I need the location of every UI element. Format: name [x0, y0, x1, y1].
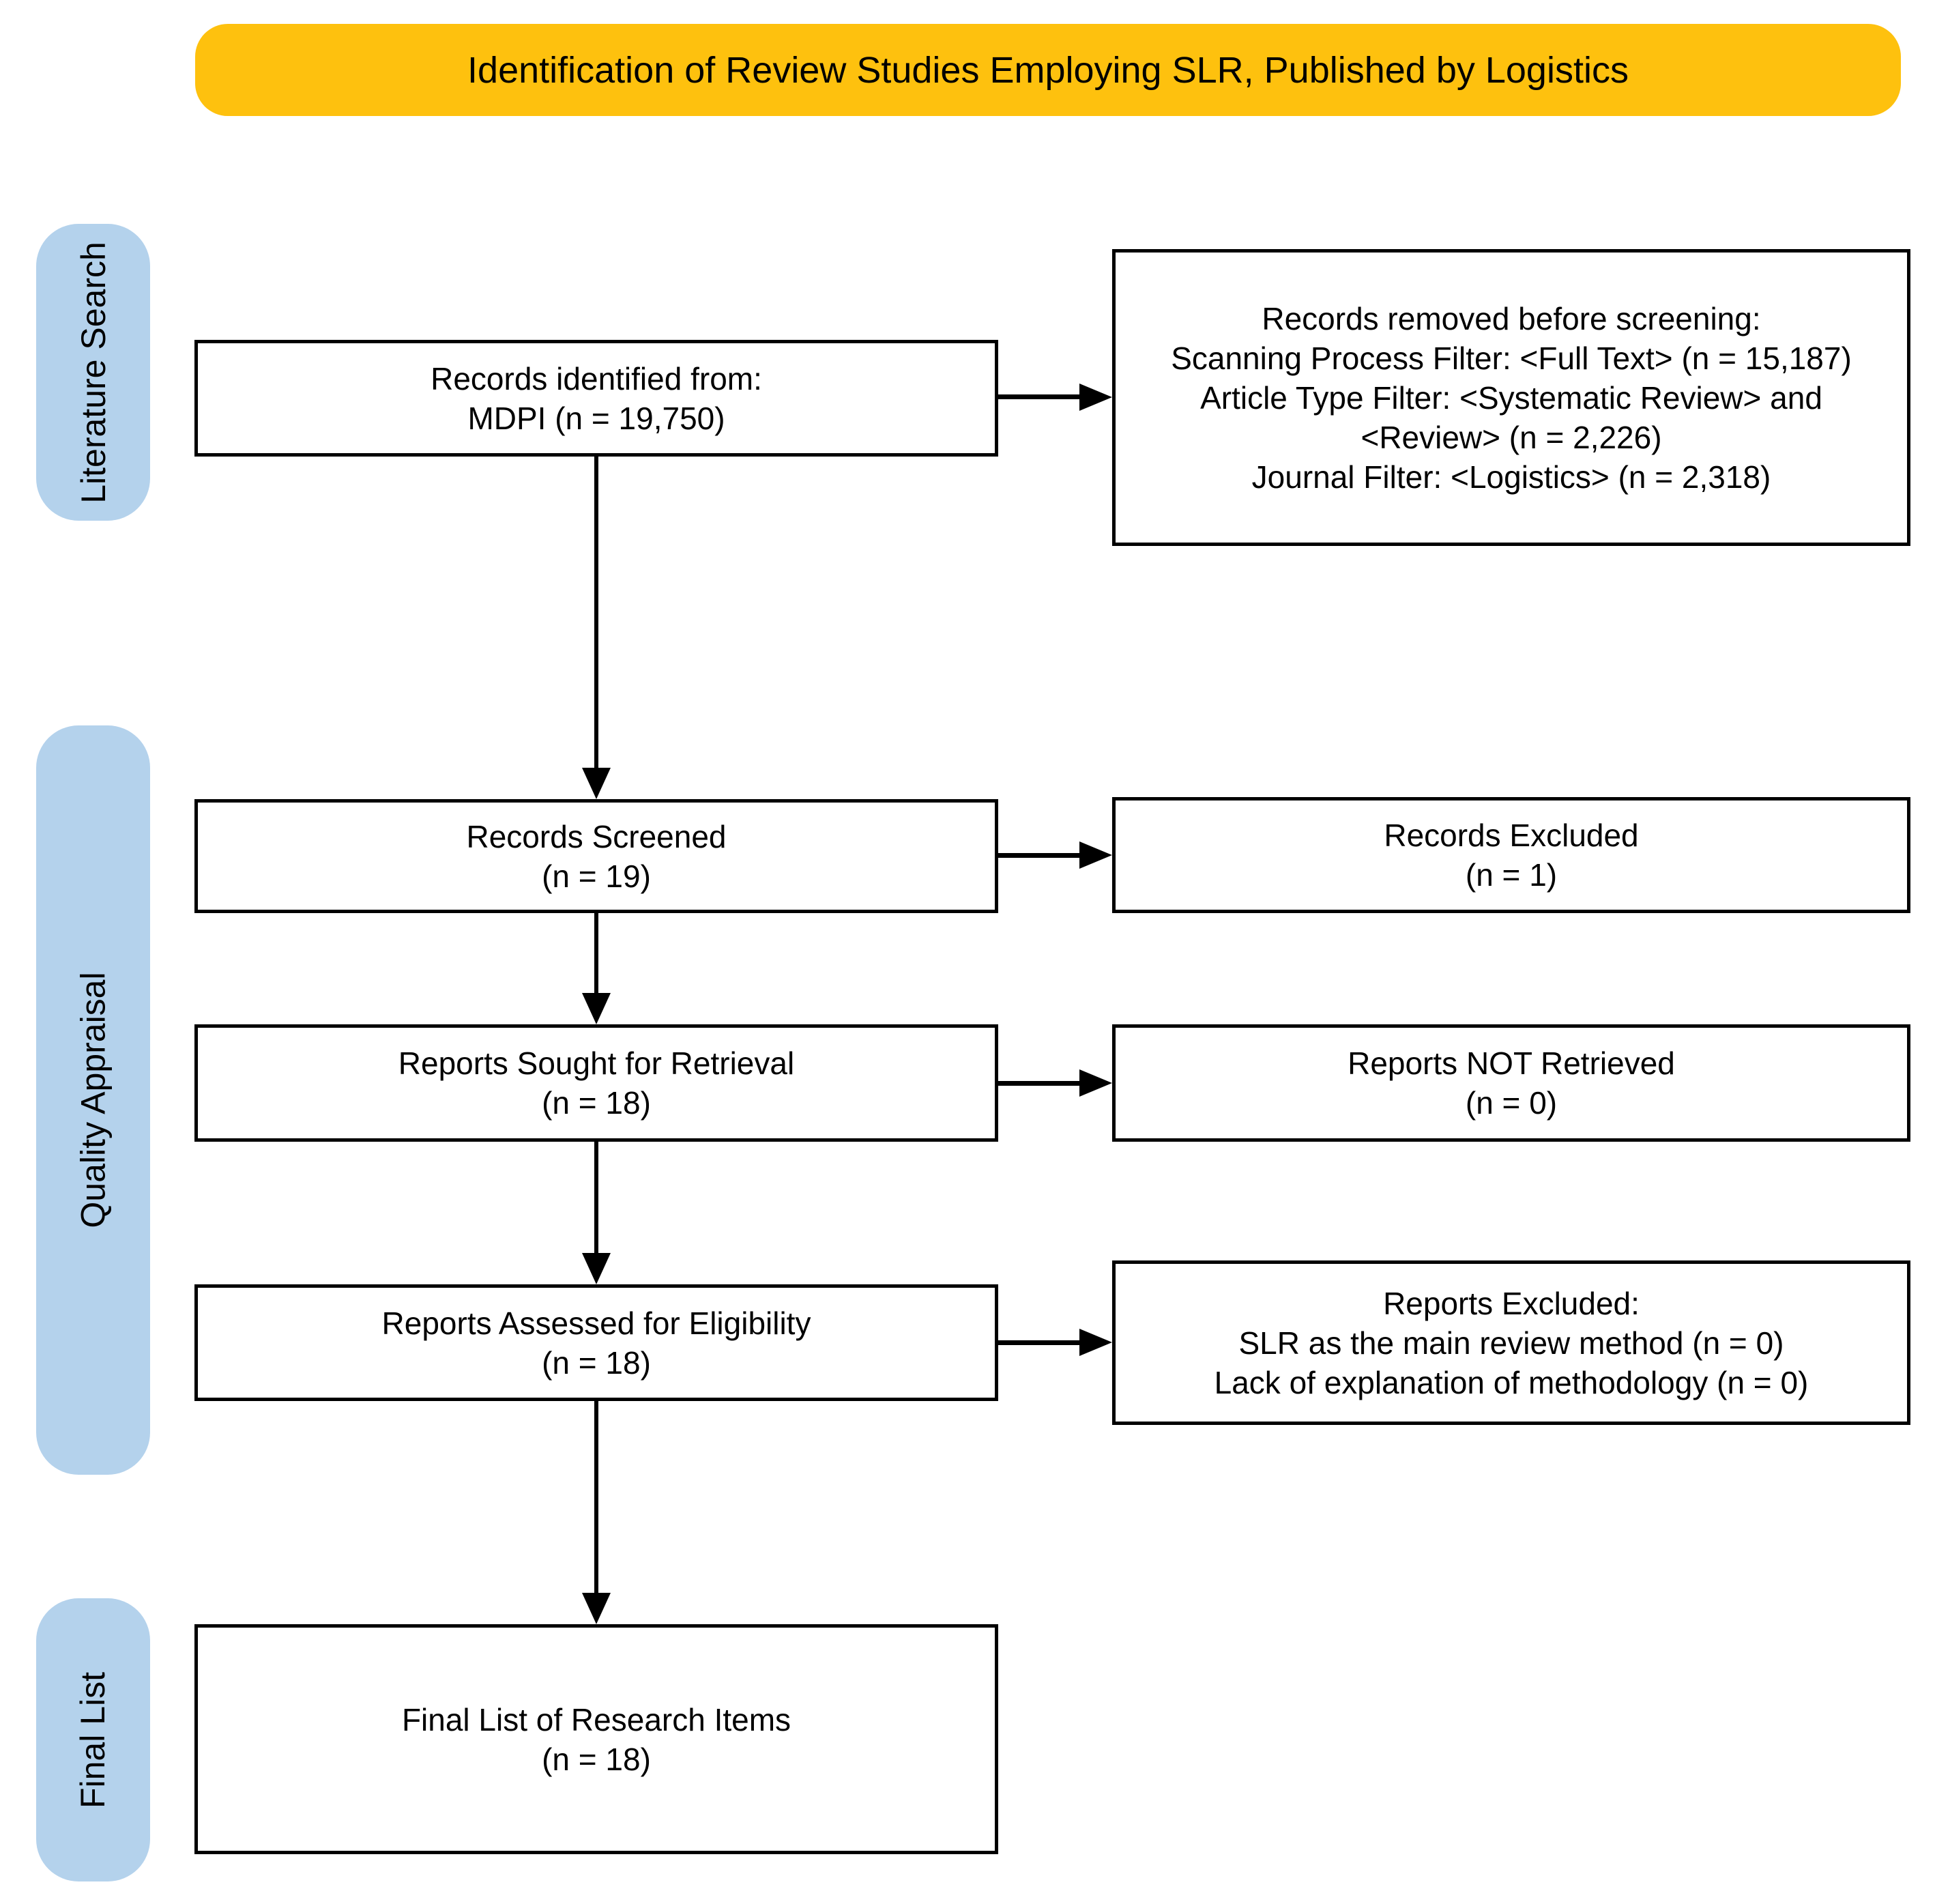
arrow-identified-to-screened [594, 457, 598, 769]
box-reports-not-retrieved: Reports NOT Retrieved (n = 0) [1112, 1024, 1910, 1142]
box-text-line: (n = 19) [542, 858, 651, 894]
box-text-line: MDPI (n = 19,750) [467, 400, 725, 436]
arrowhead-right-icon [1079, 1069, 1112, 1097]
box-final-list: Final List of Research Items (n = 18) [194, 1624, 998, 1854]
box-records-identified: Records identified from: MDPI (n = 19,75… [194, 340, 998, 457]
stage-label: Final List [74, 1671, 113, 1808]
box-text-line: Journal Filter: <Logistics> (n = 2,318) [1251, 459, 1771, 495]
box-text-line: Records identified from: [431, 360, 762, 396]
stage-literature-search: Literature Search [36, 224, 150, 521]
box-text-line: Reports Sought for Retrieval [398, 1045, 795, 1081]
arrow-sought-to-not-retrieved [998, 1081, 1079, 1086]
arrowhead-right-icon [1079, 841, 1112, 869]
title-banner: Identification of Review Studies Employi… [195, 24, 1901, 116]
box-text-line: Lack of explanation of methodology (n = … [1214, 1364, 1809, 1400]
box-text-line: (n = 18) [542, 1344, 651, 1381]
arrow-assessed-to-final [594, 1401, 598, 1594]
box-records-removed: Records removed before screening: Scanni… [1112, 249, 1910, 546]
box-reports-assessed: Reports Assessed for Eligibility (n = 18… [194, 1284, 998, 1401]
stage-final-list: Final List [36, 1598, 150, 1881]
arrow-sought-to-assessed [594, 1142, 598, 1254]
arrowhead-down-icon [582, 1253, 611, 1284]
box-records-excluded: Records Excluded (n = 1) [1112, 797, 1910, 913]
box-text-line: Final List of Research Items [401, 1701, 791, 1737]
stage-label: Literature Search [74, 241, 113, 504]
arrowhead-right-icon [1079, 384, 1112, 411]
box-text-line: Reports Excluded: [1383, 1285, 1640, 1321]
arrow-assessed-to-reports-excluded [998, 1340, 1079, 1345]
stage-quality-appraisal: Quality Appraisal [36, 725, 150, 1475]
box-text-line: Records Screened [466, 818, 727, 854]
box-reports-sought: Reports Sought for Retrieval (n = 18) [194, 1024, 998, 1142]
stage-label: Quality Appraisal [74, 972, 113, 1228]
box-reports-excluded: Reports Excluded: SLR as the main review… [1112, 1260, 1910, 1425]
box-text-line: (n = 1) [1465, 857, 1558, 893]
arrowhead-right-icon [1079, 1329, 1112, 1356]
box-text-line: (n = 18) [542, 1741, 651, 1777]
box-records-screened: Records Screened (n = 19) [194, 799, 998, 913]
page-title: Identification of Review Studies Employi… [467, 49, 1629, 91]
arrowhead-down-icon [582, 993, 611, 1024]
box-text-line: (n = 0) [1465, 1085, 1558, 1121]
box-text-line: Reports Assessed for Eligibility [381, 1305, 811, 1341]
box-text-line: Scanning Process Filter: <Full Text> (n … [1171, 340, 1852, 376]
arrowhead-down-icon [582, 768, 611, 799]
box-text-line: Records removed before screening: [1262, 300, 1761, 336]
box-text-line: Records Excluded [1384, 818, 1639, 853]
box-text-line: Article Type Filter: <Systematic Review>… [1200, 379, 1822, 455]
box-text-line: SLR as the main review method (n = 0) [1238, 1325, 1784, 1361]
arrowhead-down-icon [582, 1593, 611, 1624]
arrow-screened-to-excluded [998, 853, 1079, 858]
arrow-identified-to-removed [998, 394, 1079, 399]
box-text-line: Reports NOT Retrieved [1348, 1045, 1675, 1081]
box-text-line: (n = 18) [542, 1085, 651, 1121]
arrow-screened-to-sought [594, 913, 598, 994]
